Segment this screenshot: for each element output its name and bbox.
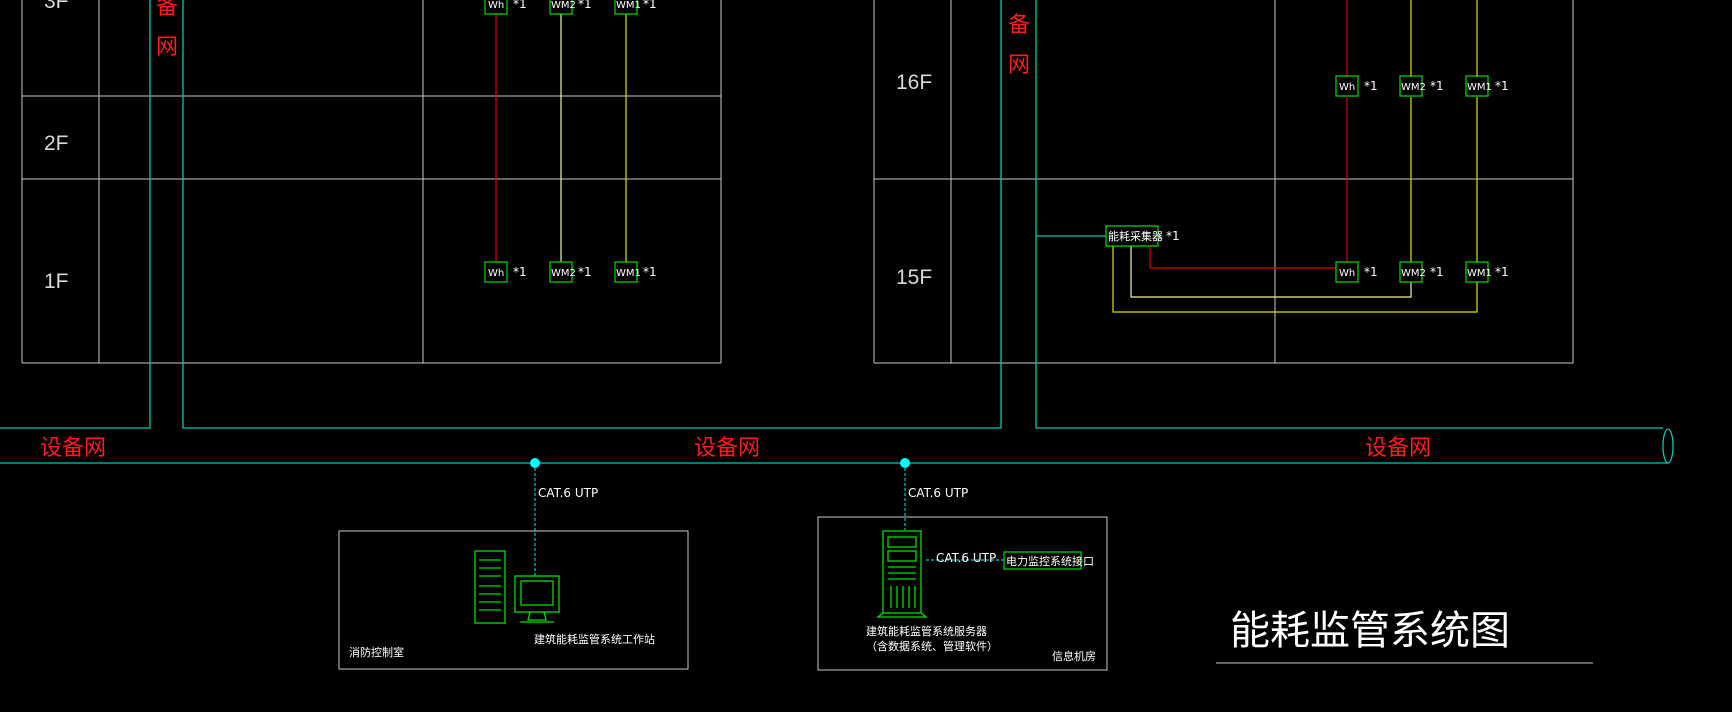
bus-label-left: 设备网 — [40, 436, 106, 461]
workstation-tower-icon — [474, 550, 506, 624]
cable-label-platform: CAT.6 UTP — [936, 551, 996, 565]
svg-text:*1: *1 — [1495, 265, 1509, 279]
svg-text:WM1: WM1 — [616, 268, 641, 279]
cable-label-right: CAT.6 UTP — [908, 486, 968, 500]
svg-text:Wh: Wh — [1339, 268, 1355, 279]
cable-label-left: CAT.6 UTP — [538, 486, 598, 500]
meter-wm1-left-1f: WM1 *1 — [614, 261, 657, 283]
meter-wm2-left-1f: WM2 *1 — [549, 261, 592, 283]
right-building-grid — [873, 0, 1574, 364]
svg-text:*1: *1 — [1430, 79, 1444, 93]
meter-wh-right-16f: Wh *1 — [1335, 75, 1378, 97]
riser-label-left-char1: 备 — [156, 0, 178, 20]
workstation-monitor-icon — [514, 575, 560, 623]
floor-label-2f: 2F — [44, 132, 69, 155]
meter-wm2-right-15f: WM2 *1 — [1399, 261, 1444, 283]
server-label-line2: （含数据系统、管理软件） — [866, 639, 998, 653]
svg-text:*1: *1 — [1364, 265, 1378, 279]
floor-label-1f: 1F — [44, 270, 69, 293]
svg-text:Wh: Wh — [488, 0, 504, 11]
meter-wh-left-1f: Wh *1 — [484, 261, 527, 283]
server-label-line1: 建筑能耗监管系统服务器 — [866, 624, 987, 638]
svg-text:*1: *1 — [643, 265, 657, 279]
svg-text:*1: *1 — [1364, 79, 1378, 93]
svg-text:WM1: WM1 — [1467, 268, 1492, 279]
meter-wm1-left-top: WM1 *1 — [614, 0, 657, 15]
diagram-title: 能耗监管系统图 — [1230, 608, 1510, 654]
floor-label-15f: 15F — [896, 266, 932, 289]
meter-wh-right-15f: Wh *1 — [1335, 261, 1378, 283]
workstation-label: 建筑能耗监管系统工作站 — [534, 632, 655, 646]
svg-text:*1: *1 — [1495, 79, 1509, 93]
svg-text:WM1: WM1 — [616, 0, 641, 11]
riser-label-left-char2: 网 — [156, 35, 178, 60]
svg-text:WM2: WM2 — [1401, 268, 1426, 279]
meter-wm2-right-16f: WM2 *1 — [1399, 75, 1444, 97]
bus-label-center: 设备网 — [694, 436, 760, 461]
meter-wh-left-top: Wh *1 — [484, 0, 527, 15]
meter-wm1-right-16f: WM1 *1 — [1465, 75, 1509, 97]
svg-text:Wh: Wh — [488, 268, 504, 279]
svg-text:WM2: WM2 — [551, 0, 576, 11]
floor-label-3f: 3F — [44, 0, 69, 13]
info-center-label: 信息机房 — [1052, 649, 1096, 663]
svg-text:*1: *1 — [513, 0, 527, 11]
svg-text:能耗采集器: 能耗采集器 — [1108, 229, 1163, 243]
bus-label-right: 设备网 — [1365, 436, 1431, 461]
riser-label-right-char2: 网 — [1008, 53, 1030, 78]
svg-text:*1: *1 — [578, 0, 592, 11]
energy-collector: 能耗采集器 *1 — [1105, 225, 1180, 247]
svg-text:*1: *1 — [1166, 229, 1180, 243]
left-meter-lines — [495, 14, 627, 262]
svg-text:WM1: WM1 — [1467, 82, 1492, 93]
riser-label-right-char1: 备 — [1008, 13, 1030, 38]
server-icon — [876, 530, 928, 618]
fire-control-room-label: 消防控制室 — [349, 645, 404, 659]
right-meter-lines — [1112, 0, 1478, 313]
svg-text:*1: *1 — [513, 265, 527, 279]
svg-text:WM2: WM2 — [551, 268, 576, 279]
meter-wm1-right-15f: WM1 *1 — [1465, 261, 1509, 283]
svg-text:Wh: Wh — [1339, 82, 1355, 93]
cat6-drops — [530, 458, 1004, 578]
svg-text:WM2: WM2 — [1401, 82, 1426, 93]
equipment-network-lines — [0, 0, 1674, 464]
meter-wm2-left-top: WM2 *1 — [549, 0, 592, 15]
floor-label-16f: 16F — [896, 71, 932, 94]
left-building-grid — [21, 0, 722, 364]
svg-text:电力监控系统接口: 电力监控系统接口 — [1006, 554, 1094, 568]
svg-text:*1: *1 — [643, 0, 657, 11]
power-monitoring-interface: 电力监控系统接口 — [1003, 551, 1094, 570]
fire-control-room: 建筑能耗监管系统工作站 消防控制室 — [338, 530, 689, 670]
svg-text:*1: *1 — [578, 265, 592, 279]
svg-text:*1: *1 — [1430, 265, 1444, 279]
info-center-room: 电力监控系统接口 建筑能耗监管系统服务器 （含数据系统、管理软件） 信息机房 — [817, 516, 1108, 671]
